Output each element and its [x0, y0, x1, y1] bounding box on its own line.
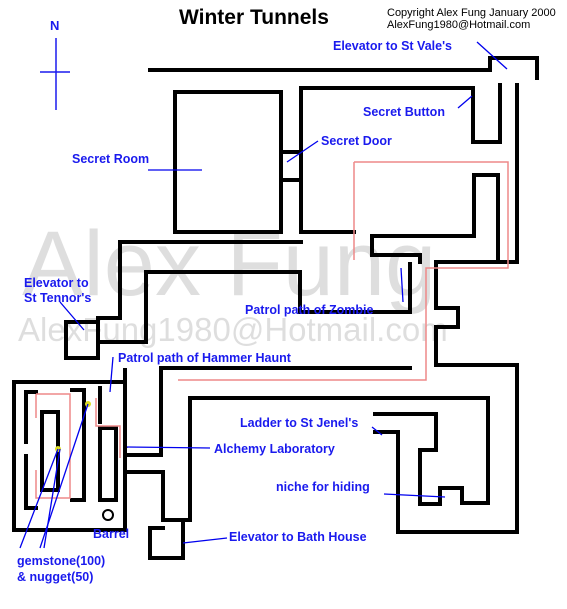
label-gemstone: gemstone(100): [17, 554, 105, 568]
label-secret-door: Secret Door: [321, 134, 392, 148]
label-barrel: Barrel: [93, 527, 129, 541]
label-elevator-bath-house: Elevator to Bath House: [229, 530, 367, 544]
north-label: N: [50, 18, 59, 33]
pointer-lines: [19, 41, 508, 549]
label-patrol-zombie: Patrol path of Zombie: [245, 303, 374, 317]
compass-icon: N: [40, 18, 70, 110]
label-nugget: & nugget(50): [17, 570, 93, 584]
patrol-path-hammer-haunt: [35, 393, 121, 499]
map-title: Winter Tunnels: [179, 6, 329, 29]
secret-door: [279, 150, 303, 182]
upper-tunnels: [64, 56, 539, 367]
label-secret-room: Secret Room: [72, 152, 149, 166]
label-elevator-st-tennor-line2: St Tennor's: [24, 291, 91, 305]
secret-room: [173, 90, 283, 234]
label-elevator-st-vales: Elevator to St Vale's: [333, 39, 452, 53]
copyright-text: Copyright Alex Fung January 2000: [387, 7, 556, 19]
label-elevator-st-tennor-line1: Elevator to: [24, 276, 89, 290]
alchemy-laboratory: [12, 380, 127, 532]
label-secret-button: Secret Button: [363, 105, 445, 119]
barrel-icon: [102, 509, 114, 521]
email-text: AlexFung1980@Hotmail.com: [387, 19, 530, 31]
label-alchemy-laboratory: Alchemy Laboratory: [214, 442, 335, 456]
label-patrol-hammer-haunt: Patrol path of Hammer Haunt: [118, 351, 292, 365]
watermark-email: AlexFung1980@Hotmail.com: [18, 311, 448, 348]
label-ladder-st-jenel: Ladder to St Jenel's: [240, 416, 358, 430]
patrol-path-zombie: [178, 161, 509, 381]
label-niche-for-hiding: niche for hiding: [276, 480, 370, 494]
